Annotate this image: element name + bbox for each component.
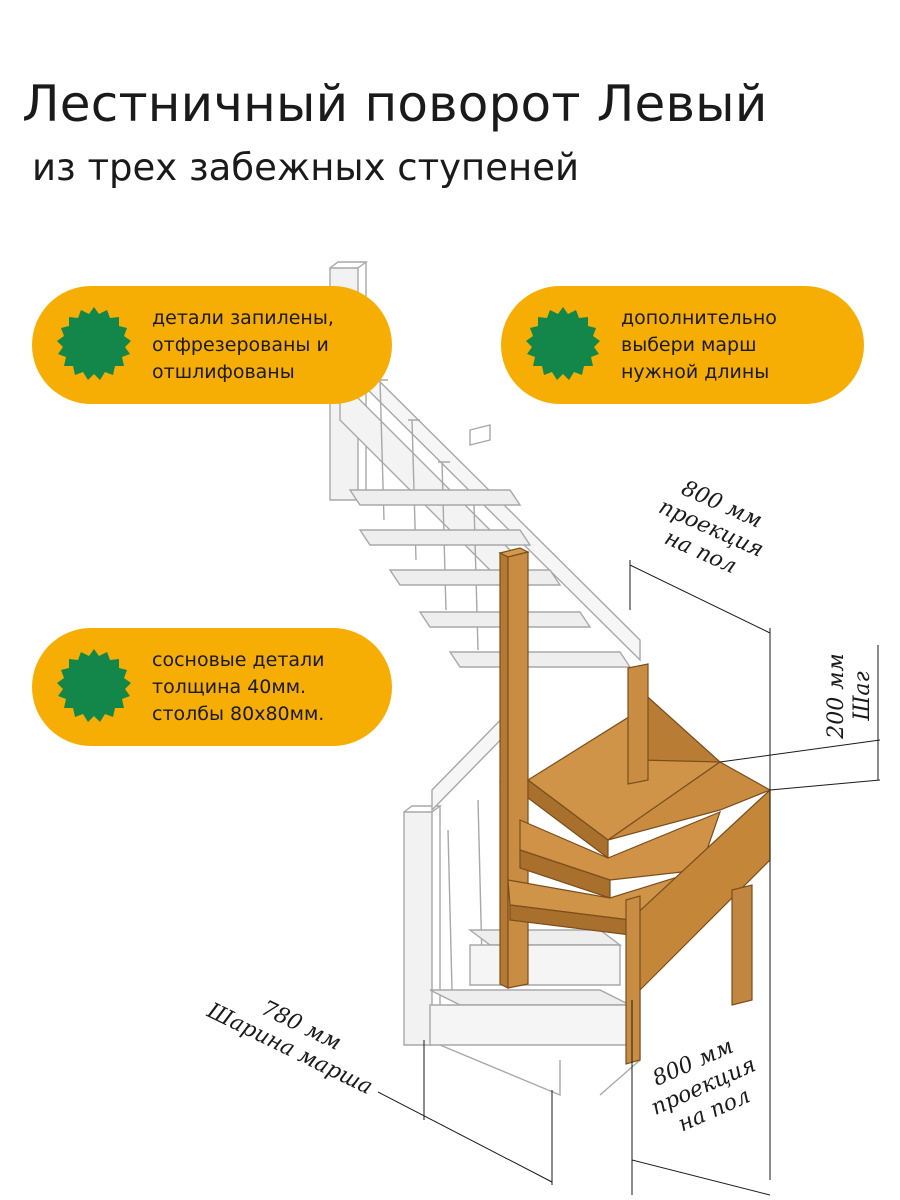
seal-badge-icon	[54, 305, 134, 385]
winder-steps	[498, 547, 772, 1065]
feature-text: сосновые детали толщина 40мм. столбы 80х…	[152, 648, 325, 725]
feature-pill-cut-milled: детали запилены, отфрезерованы и отшлифо…	[32, 286, 392, 404]
feature-text: дополнительно выбери марш нужной длины	[621, 306, 777, 383]
feature-text: детали запилены, отфрезерованы и отшлифо…	[152, 306, 334, 383]
feature-pill-march-length: дополнительно выбери марш нужной длины	[501, 286, 864, 404]
dimension-lines	[377, 560, 881, 1196]
seal-badge-icon	[523, 305, 603, 385]
feature-pill-pine-parts: сосновые детали толщина 40мм. столбы 80х…	[32, 628, 392, 746]
page-subtitle: из трех забежных ступеней	[32, 146, 580, 189]
page-title: Лестничный поворот Левый	[22, 75, 768, 133]
seal-badge-icon	[54, 647, 134, 727]
dimension-step: 200 мм Шаг	[824, 653, 875, 739]
